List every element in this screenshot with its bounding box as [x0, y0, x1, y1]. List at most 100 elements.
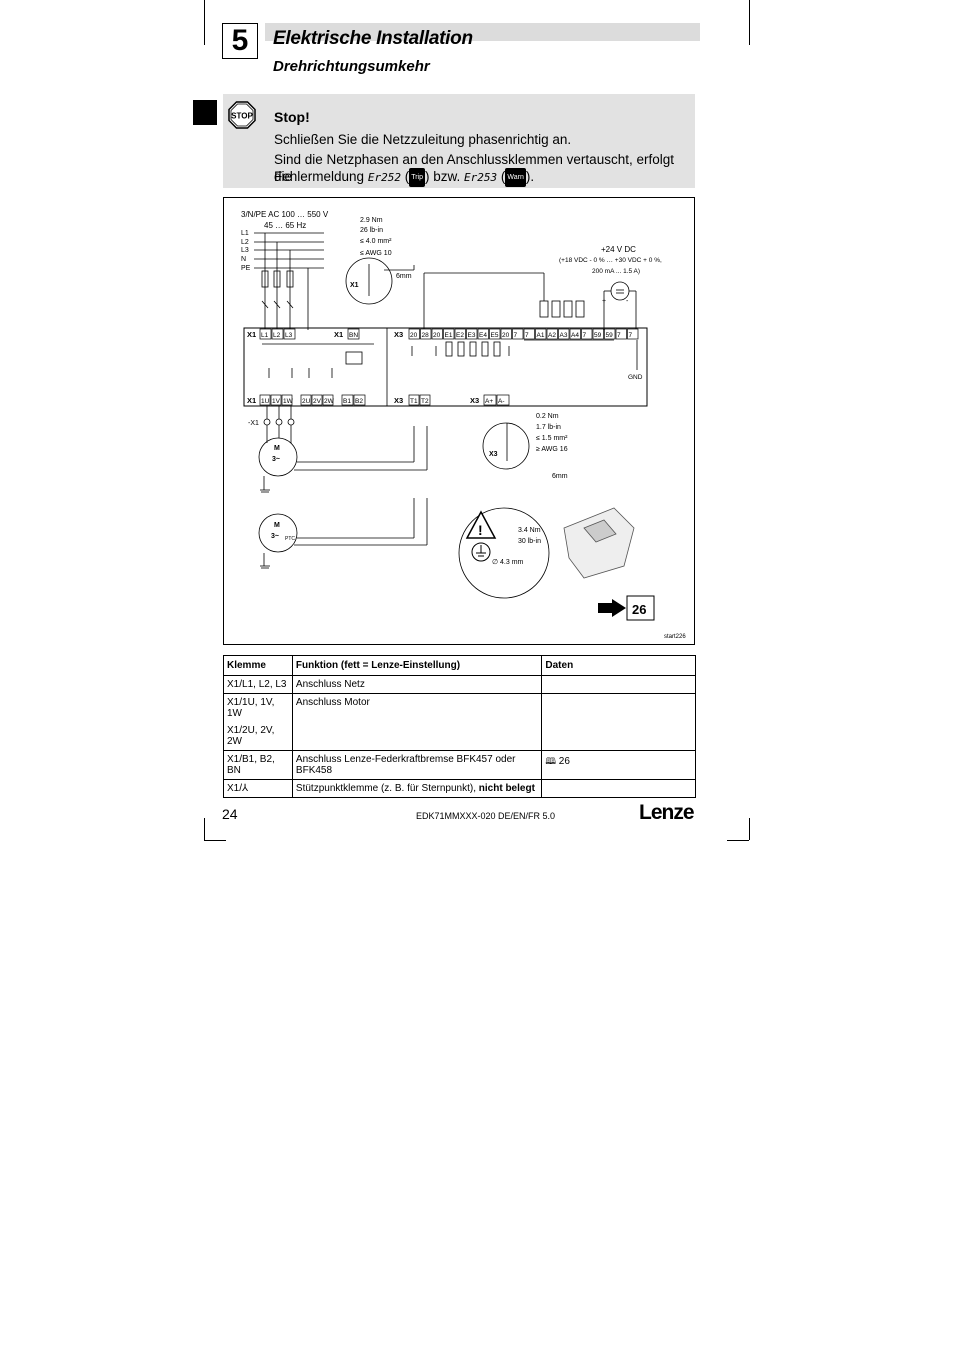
x1-bn-label: X1 [334, 330, 343, 339]
crop-mark [749, 0, 750, 45]
x1-motor2-terminal-box [311, 394, 323, 406]
torque-x3-2: ≤ 1.5 mm² [536, 435, 568, 442]
torque-x3-0: 0.2 Nm [536, 413, 559, 420]
x3-temp-terminal-label: T2 [421, 398, 429, 405]
pe-diameter: ∅ 4.3 mm [492, 559, 524, 566]
x3-terminal-box [408, 328, 420, 340]
torque-x3-1: 1.7 lb-in [536, 424, 561, 431]
x3-temp-terminal-box [408, 394, 420, 406]
section-marker [193, 100, 217, 125]
torque-x1-0: 2.9 Nm [360, 217, 383, 224]
x3-terminal-box [443, 328, 455, 340]
table-cell: Anschluss Lenze-Federkraftbremse BFK457 … [291, 750, 543, 780]
table-row: X1/L1, L2, L3 Anschluss Netz [223, 675, 696, 694]
x1-brake-terminal-box [353, 394, 366, 406]
table-cell [541, 693, 696, 751]
motor-1-phase: 3~ [272, 456, 280, 463]
x1-top-terminal-box [259, 328, 272, 340]
page-subtitle: Drehrichtungsumkehr [273, 58, 430, 75]
ref-page: 26 [558, 756, 570, 767]
stop-line-3: Fehlermeldung Er252 (Trip) bzw. Er253 (W… [274, 168, 684, 187]
pe-torque-1: 30 lb-in [518, 538, 541, 545]
x1-motor-terminal-label: 1V [272, 398, 281, 405]
stop-sign-icon: STOP [228, 101, 256, 129]
x3-terminal-label: E3 [468, 332, 476, 339]
x3-terminal-box [535, 328, 547, 340]
dc-tolerance: (+18 VDC - 0 % … +30 VDC + 0 %, [559, 257, 662, 264]
x3-terminal-label: 20 [433, 332, 441, 339]
bn-terminal-box [347, 328, 360, 340]
x3-terminal-label: E5 [491, 332, 499, 339]
x3-terminal-label: 7 [525, 332, 529, 339]
table-cell-ref: 🕮 26 [541, 750, 696, 780]
table-header: Klemme [223, 655, 293, 676]
table-cell: Stützpunktklemme (z. B. für Sternpunkt),… [291, 779, 543, 798]
pe-torque-0: 3.4 Nm [518, 527, 541, 534]
table-cell: X1/⅄ [223, 779, 293, 798]
stop-heading: Stop! [274, 109, 310, 125]
stop-line-2: Sind die Netzphasen an den Anschlussklem… [274, 152, 674, 184]
x3-terminal-box [466, 328, 478, 340]
x1-motor-terminal-box [270, 394, 282, 406]
x3-terminal-box [581, 328, 593, 340]
lenze-logo: Lenze [639, 801, 695, 824]
x3-terminal-label: A3 [560, 332, 568, 339]
x3-terminal-label: A4 [571, 332, 579, 339]
phase-l3: L3 [241, 247, 249, 254]
ref-page-number: 26 [632, 602, 646, 617]
table-cell: X1/B1, B2, BN [223, 750, 293, 780]
x1-motor2-terminal-label: 2U [302, 398, 311, 405]
x3-terminal-box [489, 328, 501, 340]
stop-notice [223, 94, 695, 188]
x1-motor2-terminal-box [322, 394, 334, 406]
stop-mid-text: bzw. [433, 169, 461, 184]
x3-terminal-label: 7 [629, 332, 633, 339]
svg-text:!: ! [478, 522, 483, 538]
phase-l1: L1 [241, 230, 249, 237]
x3-terminal-box [477, 328, 489, 340]
x1-screwdriver-label: X1 [350, 282, 359, 289]
x1-motor2-terminal-label: 2W [324, 398, 335, 405]
x3-terminal-label: 20 [410, 332, 418, 339]
x3-terminal-box [523, 328, 535, 340]
x1-top-label: X1 [247, 330, 256, 339]
device-box [243, 327, 648, 407]
x3-temp-terminal-box [419, 394, 431, 406]
x3-terminal-label: A2 [548, 332, 556, 339]
crop-mark [204, 0, 205, 45]
x3-analog-terminal-label: A- [498, 398, 505, 405]
x1-top-terminal-box [271, 328, 284, 340]
x1-motor-terminal-label: 1W [283, 398, 294, 405]
wiring-diagram: 3/N/PE AC 100 … 550 V 45 … 65 Hz L1 L2 L… [223, 197, 695, 645]
table-cell: Anschluss Netz [291, 675, 543, 694]
x3-terminal-box [500, 328, 512, 340]
stop-icon-text: STOP [231, 112, 253, 121]
x3-terminal-label: 7 [617, 332, 621, 339]
x1-brake-terminal-box [341, 394, 354, 406]
x1-brake-terminal-label: B2 [355, 398, 363, 405]
warning-triangle-icon: ! [465, 510, 497, 539]
x3-terminal-box [420, 328, 432, 340]
x1-top-terminal-label: L1 [261, 332, 269, 339]
ptc-label: PTC [285, 536, 295, 542]
table-cell: X1/1U, 1V, 1W [223, 693, 293, 722]
error-code-2: Er253 [464, 171, 498, 184]
torque-x1-1: 26 lb-in [360, 227, 383, 234]
x1-motor2-terminal-label: 2V [313, 398, 322, 405]
table-header-row: Klemme Funktion (fett = Lenze-Einstellun… [223, 655, 696, 676]
torque-x1-3: ≤ AWG 10 [360, 250, 392, 257]
x3-terminal-label: E4 [479, 332, 487, 339]
plus-sign: + [602, 298, 606, 305]
phase-pe: PE [241, 265, 251, 272]
minus-sign: - [626, 298, 629, 305]
motor-1-m: M [274, 445, 280, 452]
x1-motor-terminal-box [281, 394, 293, 406]
x3-terminal-label: 28 [422, 332, 430, 339]
ground-symbol-icon [471, 542, 491, 562]
crop-mark [204, 840, 226, 841]
title-bar [265, 23, 700, 41]
stop-line-3-text: Fehlermeldung [274, 169, 365, 184]
device-housing-sketch [563, 507, 635, 579]
x1-motor-terminal-box [259, 394, 271, 406]
